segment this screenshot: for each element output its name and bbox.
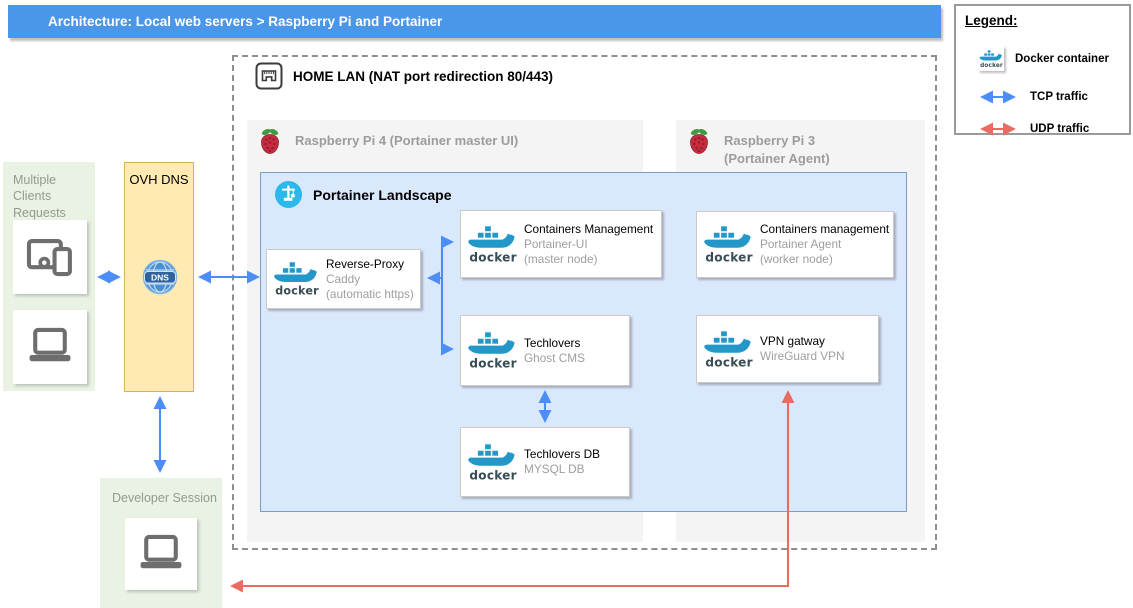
devices-icon	[25, 232, 75, 282]
card-title: VPN gatway	[760, 334, 825, 348]
client-laptop-tile	[13, 310, 87, 384]
raspberry-pi3-label-line2: (Portainer Agent)	[724, 150, 830, 166]
card-subtitle: Caddy	[326, 271, 361, 286]
raspberry-pi3-label-line1: Raspberry Pi 3	[724, 133, 816, 148]
legend-item-udp: UDP traffic	[956, 116, 1129, 142]
ovh-dns-label: OVH DNS	[129, 172, 189, 187]
legend-label: TCP traffic	[1030, 91, 1088, 103]
container-card-reverse-proxy: Reverse-Proxy Caddy (automatic https)	[266, 249, 421, 309]
docker-icon	[703, 225, 753, 264]
legend-title: Legend:	[965, 13, 1018, 28]
legend-label: UDP traffic	[1030, 123, 1090, 135]
ethernet-port-icon	[255, 62, 283, 90]
dns-globe-icon: DNS	[142, 259, 178, 295]
container-card-techlovers-db: Techlovers DB MYSQL DB	[460, 427, 630, 497]
developer-laptop-tile	[125, 518, 197, 590]
legend-item-tcp: TCP traffic	[956, 84, 1129, 110]
container-card-vpn-gateway: VPN gatway WireGuard VPN	[696, 315, 879, 383]
developer-session-box: Developer Session	[100, 478, 222, 608]
container-card-containers-management-agent: Containers management Portainer Agent (w…	[696, 211, 894, 278]
card-title: Techlovers	[524, 335, 581, 350]
card-title: Containers management	[760, 222, 890, 236]
laptop-icon	[136, 529, 186, 579]
card-subtitle: WireGuard VPN	[760, 349, 845, 363]
container-card-containers-management-master: Containers Management Portainer-UI (mast…	[460, 210, 662, 278]
card-subtitle: MYSQL DB	[524, 462, 585, 476]
container-card-techlovers: Techlovers Ghost CMS	[460, 315, 630, 386]
docker-icon	[273, 261, 319, 297]
card-subtitle: Portainer Agent	[760, 237, 842, 251]
card-note: (worker node)	[760, 252, 833, 266]
legend-box: Legend: Docker container TCP traffic UDP…	[954, 4, 1131, 136]
developer-session-label: Developer Session	[112, 491, 217, 505]
udp-arrow-icon	[980, 122, 1016, 136]
multiple-clients-label: Multiple Clients Requests	[13, 173, 66, 220]
raspberry-icon	[259, 128, 281, 155]
home-lan-header: HOME LAN (NAT port redirection 80/443)	[255, 62, 553, 90]
multiple-clients-box: Multiple Clients Requests	[3, 162, 95, 391]
home-lan-label: HOME LAN (NAT port redirection 80/443)	[293, 68, 554, 84]
docker-icon	[703, 330, 753, 369]
client-devices-tile	[13, 220, 87, 294]
docker-icon	[467, 443, 517, 482]
card-title: Reverse-Proxy	[326, 256, 405, 271]
card-title: Techlovers DB	[524, 447, 601, 461]
card-subtitle: Portainer-UI	[524, 236, 588, 251]
card-subtitle: Ghost CMS	[524, 350, 585, 365]
raspberry-pi4-label: Raspberry Pi 4 (Portainer master UI)	[295, 133, 519, 148]
title-banner: Architecture: Local web servers > Raspbe…	[8, 5, 941, 38]
legend-label: Docker container	[1015, 53, 1109, 65]
raspberry-pi3-label: Raspberry Pi 3 (Portainer Agent)	[724, 128, 830, 167]
docker-icon	[467, 225, 517, 264]
tcp-arrow-icon	[980, 90, 1016, 104]
card-note: (automatic https)	[326, 286, 414, 301]
ovh-dns-box: OVH DNS DNS	[124, 162, 194, 392]
page-title: Architecture: Local web servers > Raspbe…	[48, 14, 443, 29]
docker-icon	[978, 46, 1004, 71]
laptop-icon	[25, 322, 75, 372]
raspberry-icon	[688, 128, 710, 155]
portainer-icon	[275, 181, 302, 208]
legend-item-docker: Docker container	[956, 46, 1129, 72]
card-note: (master node)	[524, 251, 598, 266]
portainer-landscape-label: Portainer Landscape	[313, 186, 452, 203]
docker-icon	[467, 331, 517, 370]
dns-icon-text: DNS	[151, 273, 169, 283]
card-title: Containers Management	[524, 221, 654, 236]
